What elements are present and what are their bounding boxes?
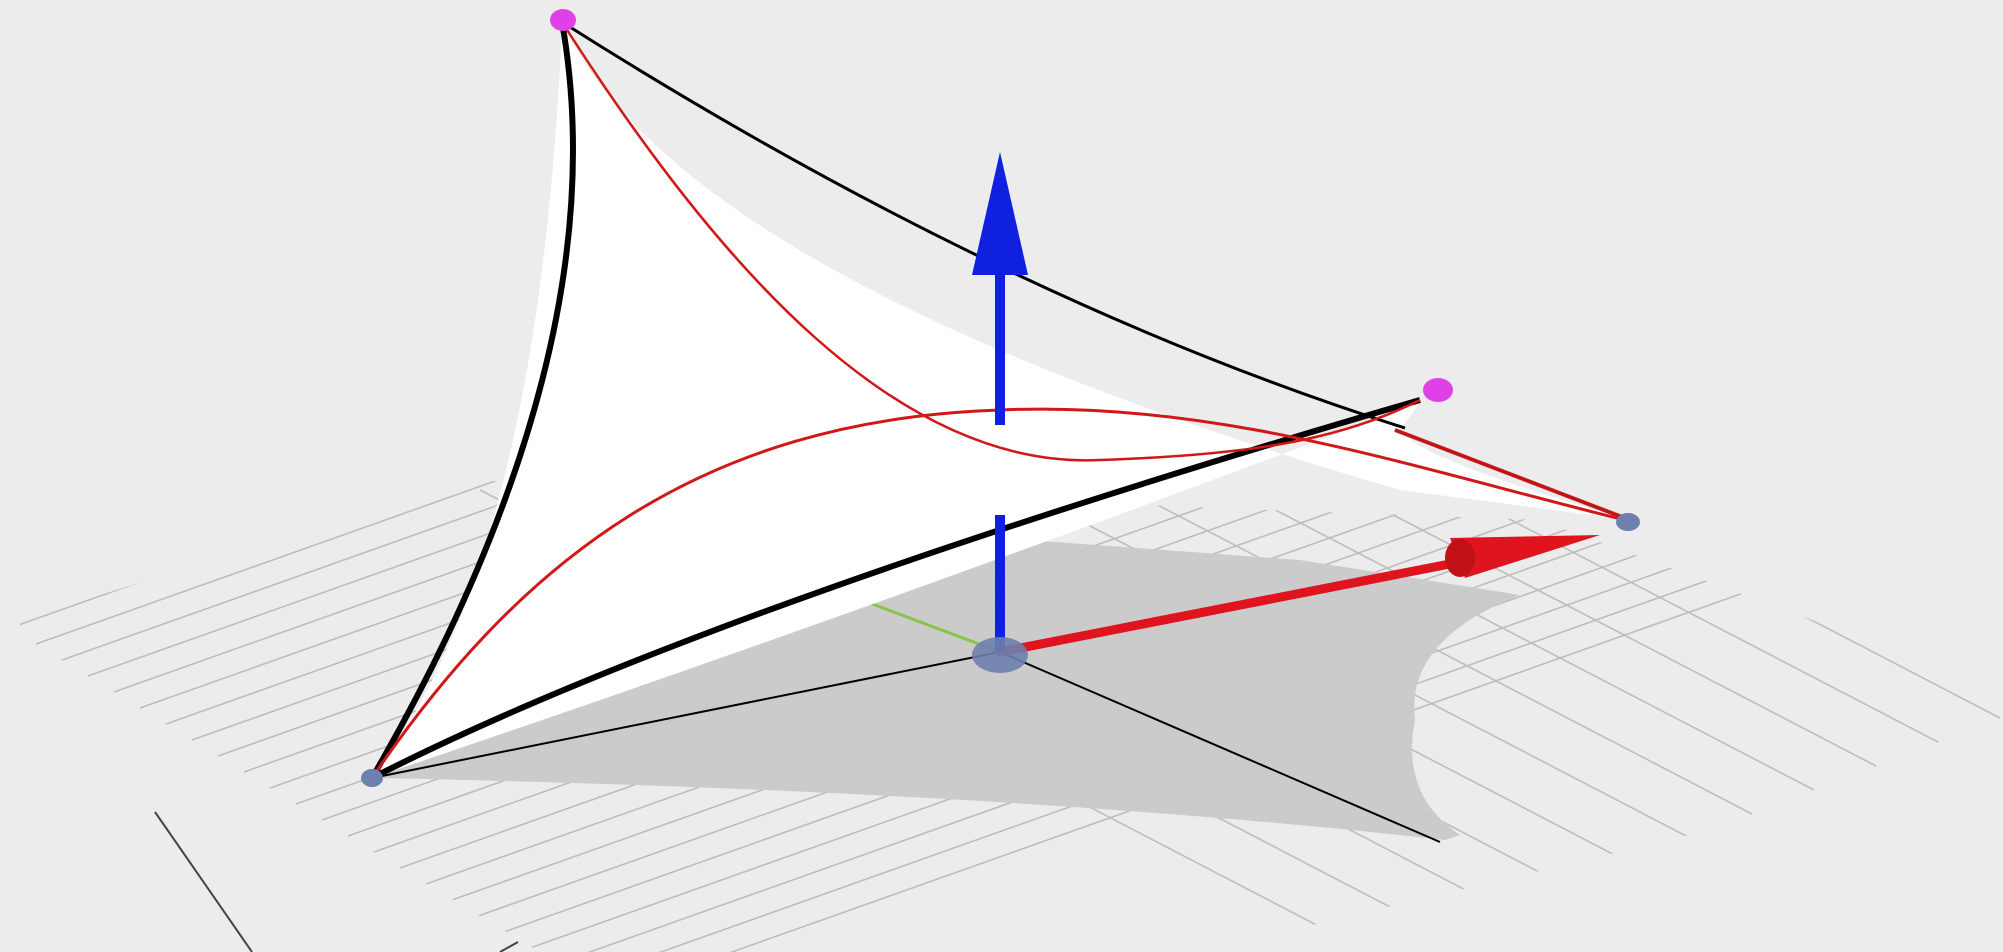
ground-edge-left bbox=[371, 651, 1001, 779]
grid-line-b-17 bbox=[1533, 480, 2003, 551]
grid-line-a-22 bbox=[581, 480, 2003, 952]
corner-fragment-bottom-right bbox=[499, 941, 519, 952]
x-axis-arrow[interactable] bbox=[995, 535, 1600, 657]
top-left-point[interactable] bbox=[550, 9, 576, 31]
red-curve-arch bbox=[370, 407, 1626, 779]
red-curve-diagonal bbox=[560, 21, 1421, 462]
grid-line-a-23 bbox=[607, 480, 2003, 952]
grid-line-a-4 bbox=[113, 480, 1965, 693]
ground-edge-axis bbox=[999, 651, 1441, 843]
grid-line-a-17 bbox=[451, 480, 2003, 901]
grid-line-a-1 bbox=[35, 480, 1887, 645]
grid-line-a-5 bbox=[139, 480, 1991, 709]
surface-edge-front bbox=[370, 397, 1421, 781]
red-edge-right bbox=[1394, 428, 1631, 522]
grid-line-a-2 bbox=[61, 480, 1913, 661]
left-ground-point[interactable] bbox=[361, 769, 383, 787]
grid-line-a-21 bbox=[555, 480, 2003, 952]
right-ground-point[interactable] bbox=[1616, 513, 1640, 531]
grid-line-b-8 bbox=[975, 480, 1877, 767]
grid-line-b-7 bbox=[913, 480, 1815, 791]
grid-line-a-3 bbox=[87, 480, 1939, 677]
grid-line-b-18 bbox=[1595, 480, 2003, 527]
surface-edge-left bbox=[369, 21, 576, 780]
z-axis-arrow[interactable] bbox=[972, 152, 1028, 652]
right-high-point[interactable] bbox=[1423, 378, 1453, 402]
origin-point[interactable] bbox=[972, 637, 1028, 673]
grid-line-b-19 bbox=[1657, 480, 2003, 503]
corner-fragment-bottom-left bbox=[154, 811, 253, 952]
